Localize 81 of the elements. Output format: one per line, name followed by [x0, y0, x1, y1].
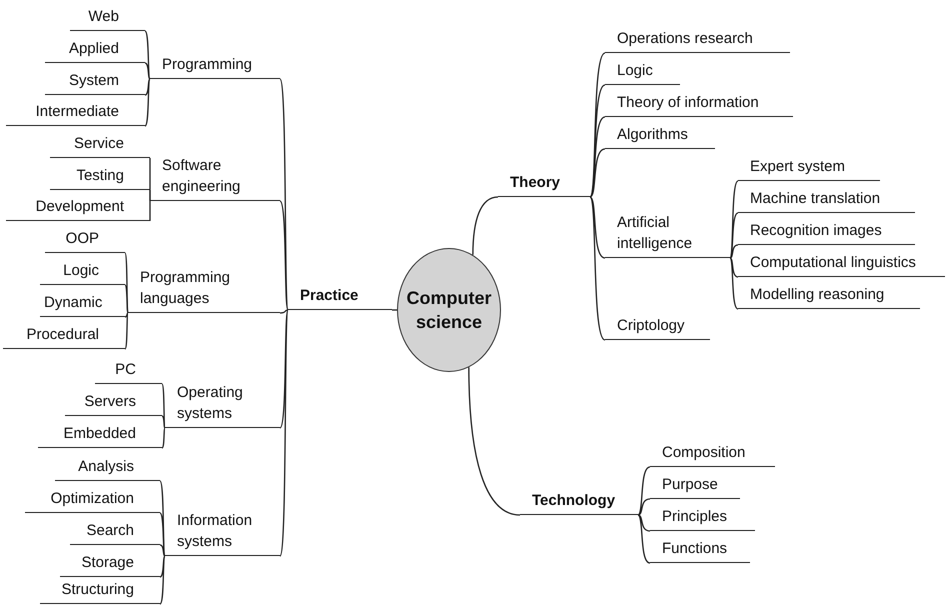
topic-label: PC — [95, 359, 162, 384]
central-topic: Computer science — [397, 248, 501, 372]
topic-label: Machine translation — [738, 188, 915, 213]
branch-line — [472, 196, 498, 255]
main-branch-topic: Technology — [520, 490, 638, 515]
topic-label: Algorithms — [605, 124, 715, 149]
branch-line — [730, 244, 738, 259]
topic-label: Operating systems — [165, 382, 280, 428]
branch-line — [590, 148, 606, 198]
branch-line — [730, 257, 738, 278]
topic-label: Software engineering — [150, 155, 280, 201]
topic-label: Theory of information — [605, 92, 793, 117]
topic-label: Programming languages — [128, 267, 280, 313]
branch-line — [279, 200, 289, 310]
main-branch-topic: Practice — [288, 285, 392, 310]
branch-line — [589, 196, 606, 340]
branch-line — [638, 514, 650, 532]
topic-label: Applied — [45, 38, 145, 63]
branch-line — [159, 480, 166, 556]
branch-line — [160, 556, 166, 578]
topic-label: Procedural — [3, 324, 125, 349]
topic-label: Testing — [50, 165, 150, 190]
topic-label: Modelling reasoning — [738, 284, 920, 309]
branch-line — [590, 116, 606, 198]
main-branch-topic: Theory — [498, 172, 590, 197]
branch-line — [638, 466, 650, 516]
topic-label: Functions — [650, 538, 750, 563]
topic-label: Computational linguistics — [738, 252, 945, 277]
branch-line — [124, 312, 128, 318]
topic-label: Storage — [60, 552, 160, 577]
topic-label: Composition — [650, 442, 775, 467]
topic-label: Structuring — [40, 579, 160, 604]
topic-label: Optimization — [25, 488, 160, 513]
topic-label: Servers — [65, 391, 162, 416]
branch-line — [279, 78, 289, 310]
branch-line — [160, 556, 166, 604]
topic-label: Programming — [150, 54, 280, 79]
branch-line — [280, 309, 288, 314]
topic-label: Embedded — [38, 423, 162, 448]
branch-line — [144, 78, 150, 96]
topic-label: Operations research — [605, 28, 790, 53]
branch-line — [589, 52, 606, 198]
branch-line — [638, 498, 650, 516]
topic-label: Recognition images — [738, 220, 915, 245]
topic-label: Logic — [605, 60, 680, 85]
branch-line — [144, 30, 151, 80]
branch-line — [730, 212, 738, 258]
branch-line — [279, 310, 289, 556]
branch-line — [589, 84, 606, 198]
topic-label: Development — [6, 196, 150, 221]
branch-line — [279, 310, 289, 428]
topic-label: Search — [70, 520, 160, 545]
branch-line — [162, 428, 166, 448]
topic-label: Purpose — [650, 474, 740, 499]
topic-label: Information systems — [165, 510, 280, 556]
topic-label: Web — [70, 6, 145, 31]
topic-label: Artificial intelligence — [605, 212, 730, 258]
topic-label: Service — [50, 133, 150, 158]
branch-line — [144, 78, 151, 126]
branch-line — [160, 512, 166, 556]
branch-line — [124, 252, 129, 314]
topic-label: OOP — [45, 228, 125, 253]
topic-label: Dynamic — [40, 292, 125, 317]
topic-label: Principles — [650, 506, 755, 531]
topic-label: System — [45, 70, 145, 95]
topic-label: Analysis — [55, 456, 160, 481]
topic-label: Expert system — [738, 156, 880, 181]
topic-label: Criptology — [605, 315, 710, 340]
branch-line — [729, 258, 738, 310]
topic-label: Intermediate — [6, 101, 145, 126]
branch-line — [468, 367, 520, 516]
branch-line — [590, 196, 606, 259]
branch-line — [149, 190, 151, 201]
branch-line — [160, 544, 166, 556]
branch-line — [638, 514, 650, 564]
branch-line — [124, 312, 129, 350]
branch-line — [149, 201, 151, 221]
branch-line — [162, 416, 166, 428]
branch-line — [144, 62, 150, 80]
topic-label: Logic — [40, 260, 125, 285]
branch-line — [124, 284, 129, 314]
